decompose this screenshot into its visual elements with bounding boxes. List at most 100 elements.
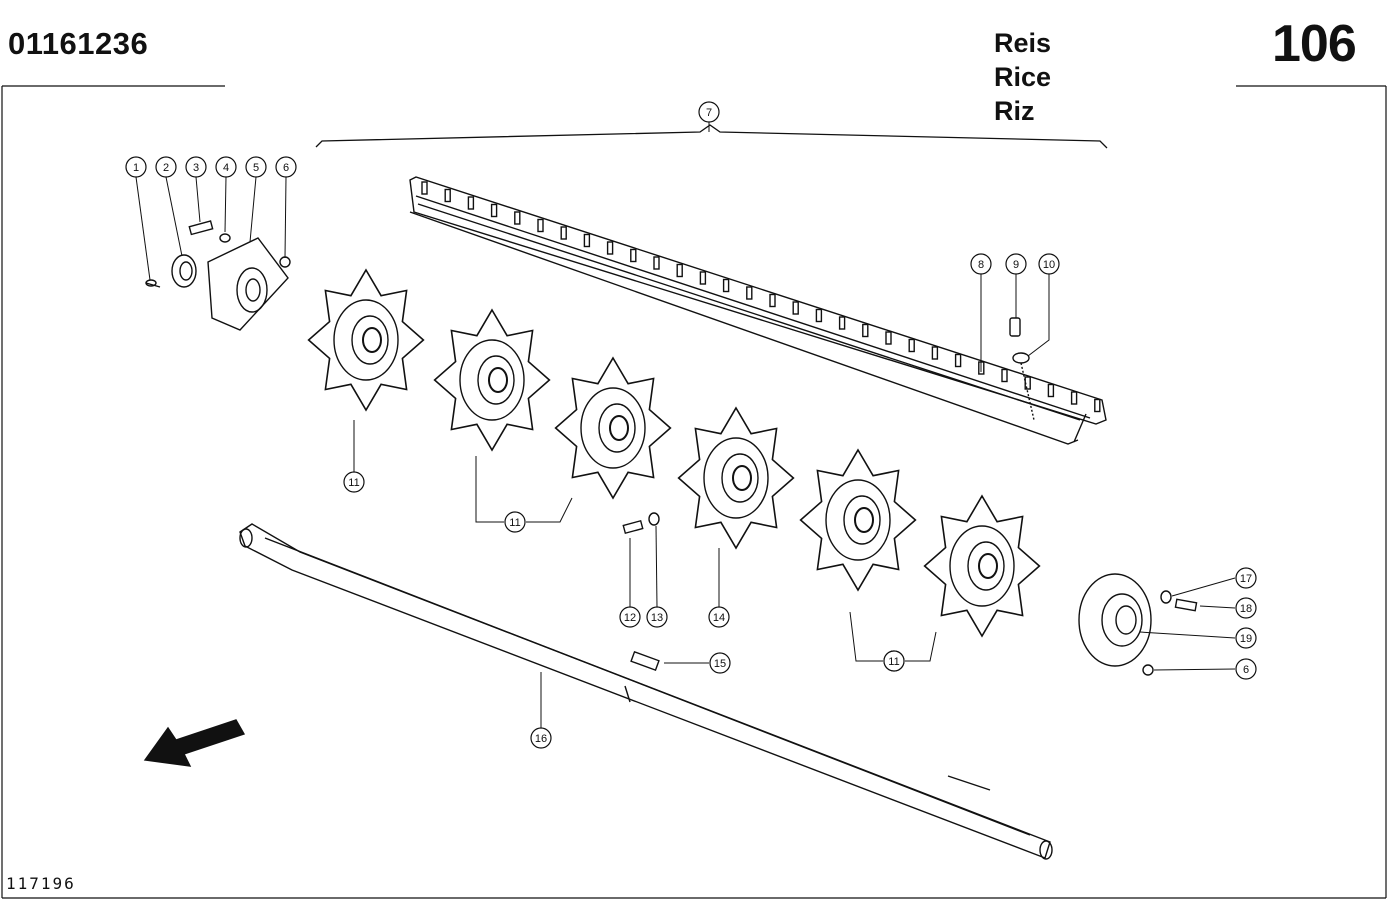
callout-number: 12 (624, 612, 636, 624)
rail-tooth (838, 316, 846, 330)
rail-tooth (1047, 383, 1055, 398)
callout-number: 15 (714, 658, 726, 670)
leader-line (249, 176, 257, 243)
rail-tooth (1070, 391, 1078, 405)
rail-tooth (537, 218, 544, 233)
rail-tooth (862, 323, 869, 338)
callout-18: 18 (1235, 597, 1257, 619)
bolt-part (188, 220, 214, 236)
left-bearing-assembly (145, 220, 291, 331)
rail-tooth (467, 196, 475, 210)
callout-number: 16 (535, 733, 547, 745)
callout-number: 5 (253, 162, 259, 174)
rail-tooth (560, 226, 567, 240)
sprocket (433, 308, 551, 452)
callout-19: 19 (1235, 627, 1257, 649)
label-french: Riz (994, 96, 1035, 126)
callout-16: 16 (530, 727, 552, 749)
sprocket-group (307, 268, 1041, 638)
rail-tooth (630, 248, 637, 263)
sprocket (554, 356, 672, 500)
leader-line (849, 611, 883, 662)
rail-tooth (653, 256, 660, 270)
callout-7: 7 (698, 101, 720, 123)
callout-5: 5 (245, 156, 267, 178)
callout-number: 6 (283, 162, 289, 174)
callout-9: 9 (1005, 253, 1027, 275)
leader-line (1171, 577, 1236, 597)
callout-number: 18 (1240, 603, 1252, 615)
rail-tooth (746, 286, 753, 300)
rail-tooth (908, 338, 915, 353)
rail-tooth (815, 308, 823, 323)
assembly-bracket (315, 124, 1108, 149)
callout-17: 17 (1235, 567, 1257, 589)
rail-tooth (769, 293, 776, 308)
leader-line (1139, 631, 1236, 639)
callout-1: 1 (125, 156, 147, 178)
flange-housing (207, 237, 289, 331)
rail-tooth (792, 301, 799, 315)
callout-number: 2 (163, 162, 169, 174)
leader-line (1027, 274, 1050, 357)
nut-part (279, 256, 291, 268)
callout-6: 6 (275, 156, 297, 178)
sprocket (307, 268, 425, 412)
callout-13: 13 (646, 606, 668, 628)
callout-number: 3 (193, 162, 199, 174)
callout-number: 11 (888, 656, 899, 668)
rail-tooth (676, 263, 683, 278)
callout-15: 15 (709, 652, 731, 674)
callout-number: 19 (1240, 633, 1252, 645)
bearing-ring (171, 254, 197, 288)
rail-tooth (514, 211, 521, 225)
label-german: Reis (994, 28, 1052, 58)
callout-number: 10 (1043, 259, 1055, 271)
leader-line (1153, 668, 1236, 671)
callout-labels: 123456789101111111213141115161718196 (125, 101, 1257, 749)
rail-tooth (885, 331, 892, 345)
shaft-key (630, 650, 660, 672)
drawing-number: 117196 (6, 874, 76, 893)
leader-line (526, 497, 573, 523)
callout-number: 9 (1013, 259, 1019, 271)
document-number: 01161236 (8, 26, 149, 61)
callout-number: 13 (651, 612, 663, 624)
sprocket (923, 494, 1041, 638)
callout-number: 11 (509, 517, 520, 529)
right-flange-assembly (1078, 573, 1198, 676)
rail-tooth (931, 346, 939, 360)
leader-line (284, 176, 287, 259)
callout-4: 4 (215, 156, 237, 178)
callout-3: 3 (185, 156, 207, 178)
callout-number: 11 (348, 477, 359, 489)
leader-line (165, 176, 183, 257)
rail-tooth (1094, 398, 1101, 413)
rail-tooth (699, 271, 707, 285)
rail-tooth (421, 181, 428, 195)
callout-number: 8 (978, 259, 984, 271)
leader-line (135, 176, 151, 281)
direction-arrow (143, 719, 246, 767)
small-fasteners (622, 317, 1035, 535)
callout-number: 14 (713, 612, 725, 624)
callout-number: 4 (223, 162, 229, 174)
leader-line (475, 456, 504, 523)
leader-line (1199, 605, 1236, 609)
leader-line (655, 525, 658, 608)
sprocket (799, 448, 917, 592)
rail-tooth (490, 203, 498, 218)
callout-number: 7 (706, 107, 712, 119)
callout-10: 10 (1038, 253, 1060, 275)
callout-number: 1 (133, 162, 139, 174)
leader-line (195, 176, 201, 223)
washer-part (219, 233, 231, 243)
rail-tooth (444, 188, 451, 203)
callout-12: 12 (619, 606, 641, 628)
rail-tooth (583, 233, 591, 248)
leader-line (905, 631, 937, 662)
callout-11: 11 (343, 471, 365, 493)
rail-tooth (954, 353, 962, 368)
callout-11: 11 (883, 650, 905, 672)
